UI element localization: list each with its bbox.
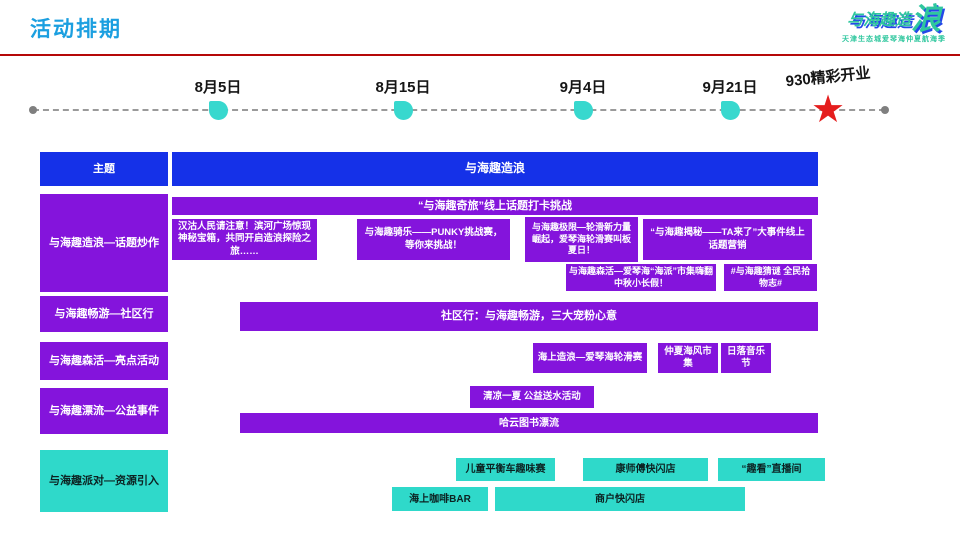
brand-logo-subtitle: 天津生态城爱琴海仲夏航海季 xyxy=(842,36,946,43)
row-label-charity: 与海趣漂流—公益事件 xyxy=(40,388,168,434)
activity-box: “与海趣奇旅”线上话题打卡挑战 xyxy=(172,197,818,215)
timeline-end-dot-icon xyxy=(881,106,889,114)
activity-box: 仲夏海风市集 xyxy=(658,343,718,373)
activity-box: 与海趣骑乐——PUNKY挑战赛，等你来挑战！ xyxy=(357,219,510,260)
activity-box: #与海趣猜谜 全民拾物志# xyxy=(724,264,817,291)
header-divider xyxy=(0,54,960,56)
activity-box: 与海趣造浪 xyxy=(172,152,818,186)
timeline-marker-icon xyxy=(394,101,413,120)
activity-box: “与海趣揭秘——TA来了”大事件线上话题营销 xyxy=(643,219,812,260)
activity-box: 商户快闪店 xyxy=(495,487,745,511)
opening-star-icon: ★ xyxy=(810,89,846,131)
activity-box: 儿童平衡车趣味赛 xyxy=(456,458,555,481)
timeline-date-label: 9月21日 xyxy=(702,79,758,96)
activity-box: “趣看”直播间 xyxy=(718,458,825,481)
timeline-date-label: 8月15日 xyxy=(375,79,431,96)
activity-box: 日落音乐节 xyxy=(721,343,771,373)
timeline-marker-icon xyxy=(574,101,593,120)
brand-logo-text: 与海趣造浪 xyxy=(842,5,946,35)
activity-box: 汉沽人民请注意！滨河广场惊现神秘宝箱，共同开启造浪探险之旅…… xyxy=(172,219,317,260)
timeline-start-dot-icon xyxy=(29,106,37,114)
activity-box: 康师傅快闪店 xyxy=(583,458,708,481)
activity-box: 与海趣森活—爱琴海“海派”市集嗨翻中秋小长假！ xyxy=(566,264,716,291)
timeline-marker-icon xyxy=(209,101,228,120)
page-title: 活动排期 xyxy=(30,18,122,41)
brand-logo-accent: 浪 xyxy=(911,3,941,36)
row-label-community: 与海趣畅游—社区行 xyxy=(40,296,168,332)
opening-date-label: 930精彩开业 xyxy=(784,64,872,91)
brand-logo: 与海趣造浪 天津生态城爱琴海仲夏航海季 xyxy=(842,5,946,44)
timeline-date-label: 8月5日 xyxy=(194,79,242,96)
activity-box: 哈云图书漂流 xyxy=(240,413,818,433)
activity-box: 清凉一夏 公益送水活动 xyxy=(470,386,594,408)
brand-logo-main: 与海趣造 xyxy=(846,12,911,29)
timeline-track xyxy=(33,109,885,111)
row-label-topic-hype: 与海趣造浪—话题炒作 xyxy=(40,194,168,292)
row-label-resource: 与海趣派对—资源引入 xyxy=(40,450,168,512)
timeline-marker-icon xyxy=(721,101,740,120)
timeline-date-label: 9月4日 xyxy=(559,79,607,96)
row-label-highlight: 与海趣森活—亮点活动 xyxy=(40,342,168,380)
activity-box: 海上造浪—爱琴海轮滑赛 xyxy=(533,343,647,373)
row-label-theme: 主题 xyxy=(40,152,168,186)
activity-box: 海上咖啡BAR xyxy=(392,487,488,511)
activity-box: 社区行：与海趣畅游，三大宠粉心意 xyxy=(240,302,818,331)
activity-box: 与海趣极限—轮滑新力量崛起，爱琴海轮滑赛叫板夏日！ xyxy=(525,217,638,262)
